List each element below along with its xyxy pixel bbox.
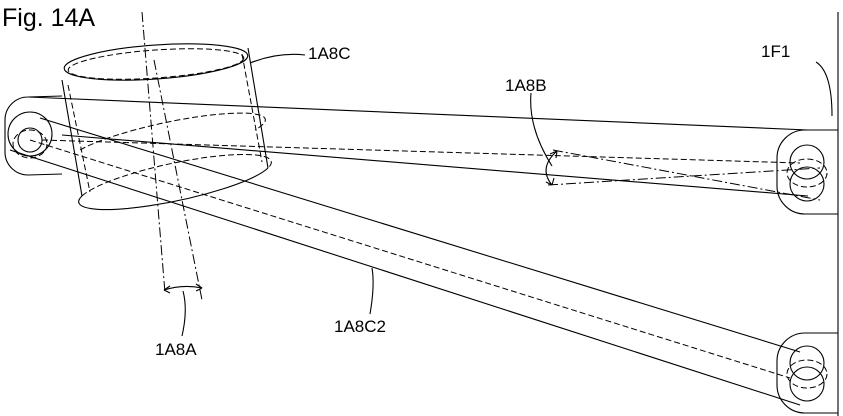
label-angle-b: 1A8B (505, 76, 547, 95)
label-frame: 1F1 (761, 42, 790, 61)
figure-title: Fig. 14A (2, 4, 96, 32)
left-pivot-mount (4, 95, 63, 176)
right-pivot-lower (776, 332, 838, 414)
label-collar: 1A8C (308, 44, 351, 63)
right-pivot-upper (776, 129, 838, 215)
label-angle-a: 1A8A (155, 340, 197, 359)
collar-cylinder (61, 43, 272, 211)
angle-b-construction (545, 149, 821, 201)
collar-axes (141, 11, 203, 301)
angle-a-construction (163, 283, 203, 294)
upper-arm (27, 96, 809, 197)
lower-arm (9, 117, 801, 406)
label-lower-arm: 1A8C2 (334, 317, 386, 336)
leader-lines (181, 53, 833, 337)
